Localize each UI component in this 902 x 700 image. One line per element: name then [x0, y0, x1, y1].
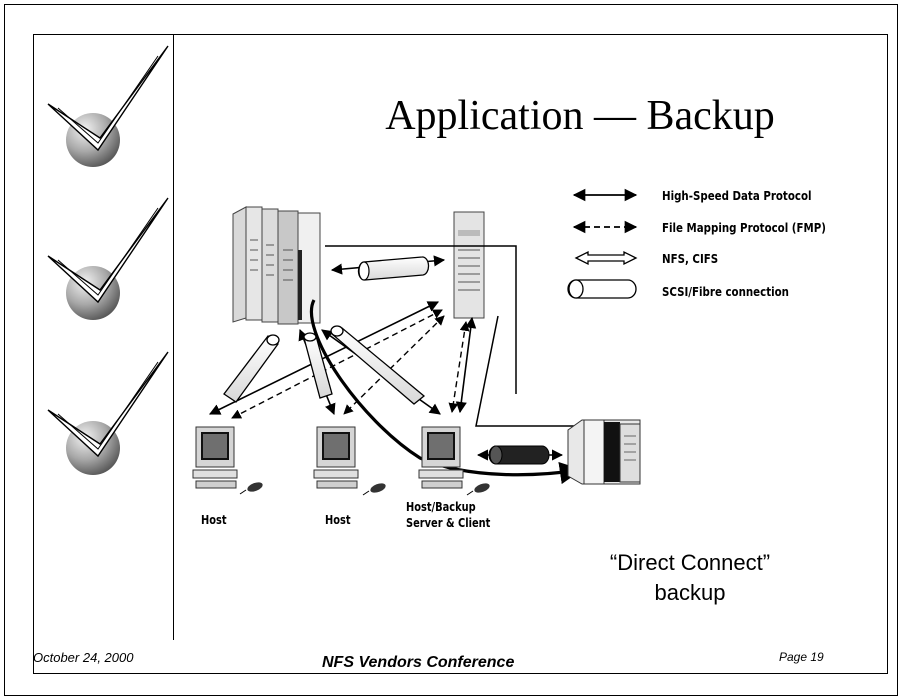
mouse-icon: [466, 483, 490, 496]
server-tower-icon: [453, 211, 485, 319]
checkmark-bullet-icon: [47, 45, 169, 167]
tape-library-icon: [567, 419, 641, 485]
legend-hollow-arrow-icon: [574, 250, 638, 266]
workstation-icon: [313, 426, 359, 489]
legend-label-nfs-cifs: NFS, CIFS: [662, 251, 719, 266]
mouse-icon: [362, 483, 386, 496]
host-backup-label-line2: Server & Client: [406, 516, 491, 530]
workstation-icon: [418, 426, 464, 489]
checkmark-bullet-icon: [47, 351, 169, 475]
scsi-fibre-link: [330, 255, 446, 281]
slide-frame: [33, 34, 888, 674]
host-backup-label-line1: Host/Backup: [406, 500, 476, 514]
slide-title: Application — Backup: [385, 93, 775, 139]
footer-conference: NFS Vendors Conference: [322, 654, 515, 671]
direct-connect-caption: “Direct Connect” backup: [560, 548, 820, 608]
legend-cylinder-icon: [567, 279, 637, 299]
caption-line1: “Direct Connect”: [609, 550, 771, 575]
footer-page-number: Page 19: [779, 650, 824, 664]
host-label: Host: [201, 513, 227, 527]
page-frame: [4, 4, 898, 696]
mouse-icon: [239, 482, 263, 495]
footer-date: October 24, 2000: [33, 650, 134, 665]
storage-array-icon: [232, 206, 321, 325]
host-label: Host: [325, 513, 351, 527]
caption-line2: backup: [654, 580, 726, 605]
checkmark-bullet-icon: [47, 197, 169, 320]
legend-label-high-speed: High-Speed Data Protocol: [662, 188, 812, 203]
sidebar-divider: [173, 34, 174, 640]
workstation-icon: [192, 426, 238, 489]
legend-label-scsi-fibre: SCSI/Fibre connection: [662, 284, 789, 299]
legend-label-fmp: File Mapping Protocol (FMP): [662, 220, 826, 235]
